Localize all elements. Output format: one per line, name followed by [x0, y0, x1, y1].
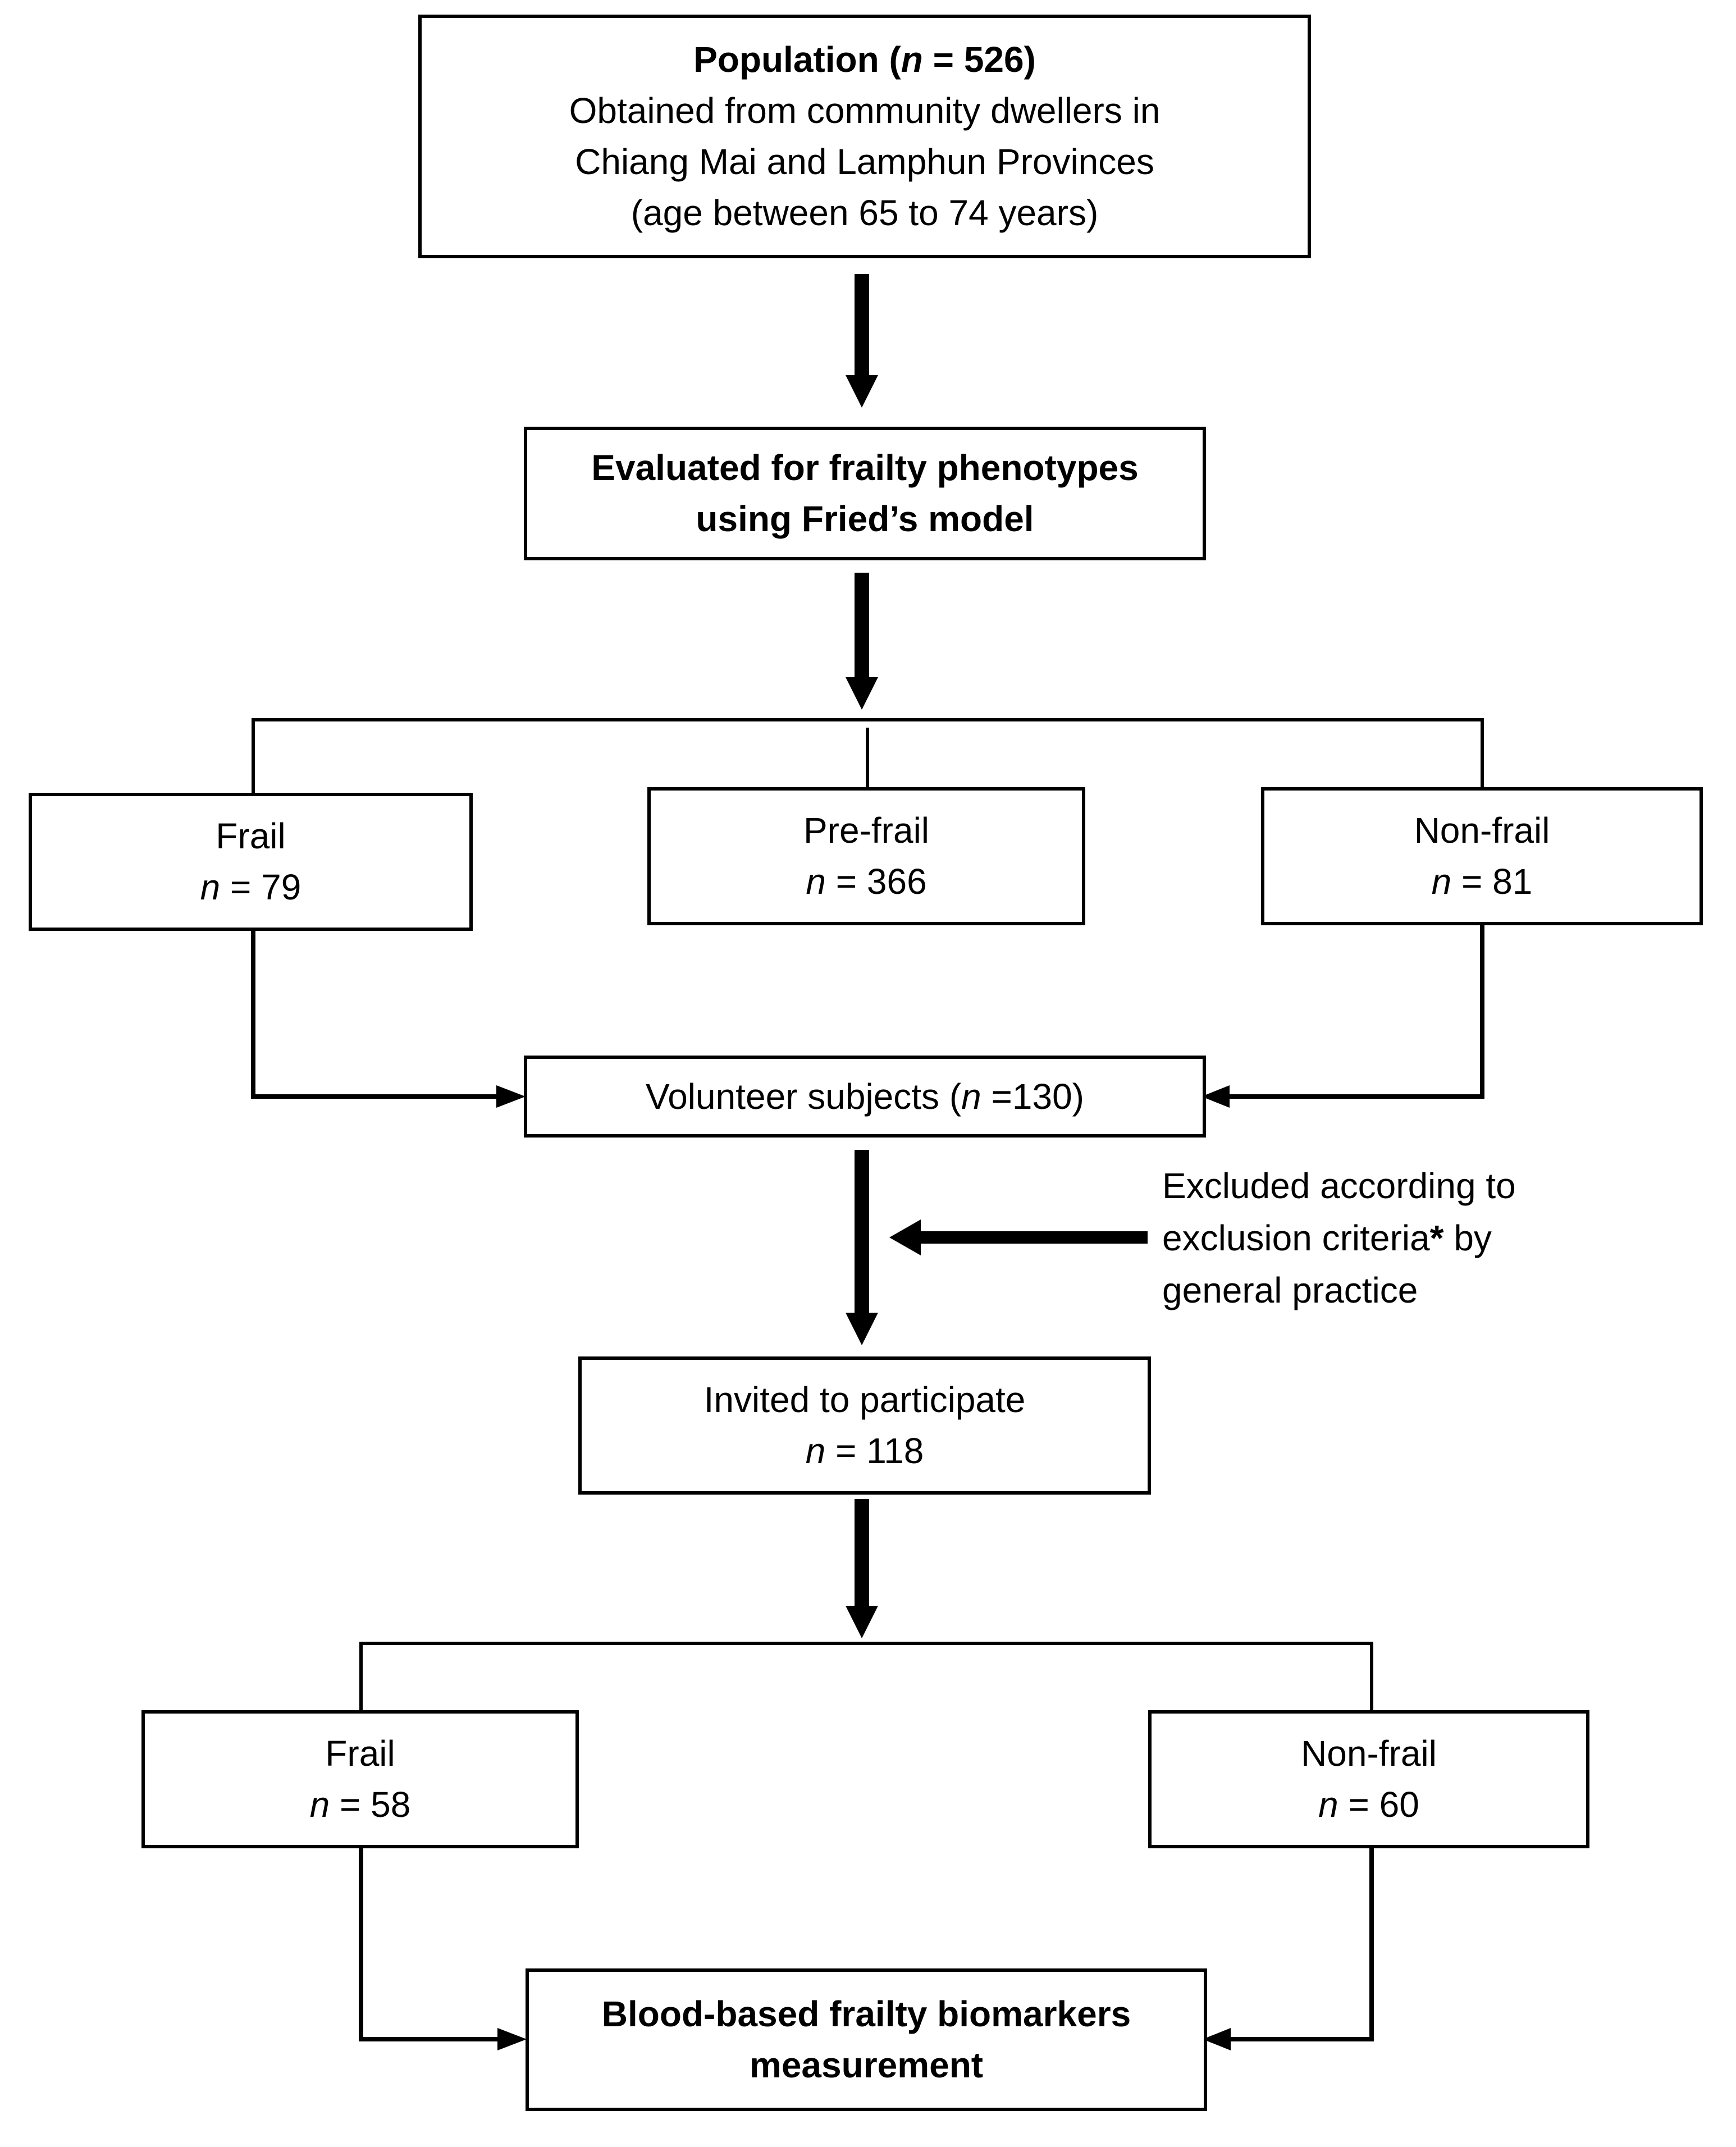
population-source: Obtained from community dwellers in: [569, 90, 1161, 131]
volunteer-text: Volunteer subjects (n =130): [646, 1071, 1084, 1122]
exclusion-note: Excluded according to exclusion criteria…: [1162, 1160, 1724, 1316]
connector-nonfrail60-to-biomarkers: [1203, 1848, 1374, 2050]
invited-box: Invited to participate n = 118: [578, 1356, 1151, 1495]
invited-label: Invited to participate: [703, 1379, 1026, 1420]
population-heading: Population (n = 526): [693, 34, 1036, 85]
nonfrail-count: n = 81: [1432, 856, 1533, 907]
population-provinces: Chiang Mai and Lamphun Provinces: [575, 141, 1154, 182]
biomarkers-box: Blood-based frailty biomarkers measureme…: [526, 1968, 1207, 2111]
frail-box-58: Frail n = 58: [141, 1710, 579, 1848]
biomarkers-line2: measurement: [749, 2045, 984, 2085]
frail58-label: Frail: [325, 1733, 395, 1774]
frail58-n: n: [309, 1784, 330, 1825]
nonfrail60-count-value: = 60: [1338, 1784, 1419, 1825]
exclusion-line1: Excluded according to: [1162, 1166, 1516, 1206]
population-count: = 526): [922, 39, 1036, 80]
exclusion-asterisk: *: [1429, 1217, 1444, 1258]
arrow-invited-to-split: [846, 1499, 878, 1638]
prefrail-box: Pre-frail n = 366: [647, 787, 1085, 925]
exclusion-line2: exclusion criteria* by: [1162, 1212, 1724, 1264]
arrow-exclusion: [889, 1219, 1148, 1255]
arrow-volunteer-to-invited: [846, 1150, 878, 1345]
nonfrail60-label: Non-frail: [1301, 1733, 1437, 1774]
connector-frail-to-volunteer: [251, 928, 526, 1108]
volunteer-count: =130): [981, 1076, 1084, 1117]
arrow-population-to-evaluated: [846, 274, 878, 408]
prefrail-count: n = 366: [806, 856, 926, 907]
biomarkers-line1: Blood-based frailty biomarkers: [601, 1994, 1131, 2035]
exclusion-by: by: [1443, 1217, 1492, 1258]
invited-n: n: [805, 1431, 826, 1471]
frail58-count-value: = 58: [330, 1784, 411, 1825]
population-n: n: [901, 39, 923, 80]
invited-count-value: = 118: [825, 1431, 924, 1471]
population-age-range: (age between 65 to 74 years): [631, 192, 1099, 233]
nonfrail60-count: n = 60: [1318, 1779, 1419, 1830]
frail58-count: n = 58: [310, 1779, 411, 1830]
frail-box-79: Frail n = 79: [29, 793, 473, 931]
prefrail-n: n: [806, 861, 826, 902]
connector-nonfrail-to-volunteer: [1202, 925, 1484, 1108]
volunteer-box: Volunteer subjects (n =130): [524, 1056, 1206, 1138]
frail-label: Frail: [216, 816, 286, 857]
population-heading-prefix: Population (: [693, 39, 901, 80]
arrow-evaluated-to-split: [846, 573, 878, 710]
evaluated-line1: Evaluated for frailty phenotypes: [591, 447, 1139, 488]
nonfrail-box-81: Non-frail n = 81: [1261, 787, 1703, 925]
volunteer-prefix: Volunteer subjects (: [646, 1076, 962, 1117]
prefrail-label: Pre-frail: [803, 810, 930, 851]
evaluated-line2: using Fried’s model: [696, 499, 1034, 539]
frail-n: n: [200, 867, 221, 907]
frail-count-value: = 79: [220, 867, 301, 907]
nonfrail-n: n: [1431, 861, 1452, 902]
nonfrail-count-value: = 81: [1451, 861, 1533, 902]
prefrail-count-value: = 366: [825, 861, 927, 902]
split-bracket-three: [252, 718, 1484, 794]
nonfrail-box-60: Non-frail n = 60: [1148, 1710, 1589, 1848]
volunteer-n: n: [961, 1076, 981, 1117]
exclusion-line3: general practice: [1162, 1269, 1418, 1310]
evaluated-box: Evaluated for frailty phenotypes using F…: [524, 427, 1206, 560]
connector-frail58-to-biomarkers: [359, 1848, 527, 2050]
nonfrail-label: Non-frail: [1414, 810, 1550, 851]
split-bracket-two: [359, 1642, 1373, 1712]
population-box: Population (n = 526) Obtained from commu…: [418, 15, 1311, 258]
invited-count: n = 118: [806, 1426, 924, 1477]
nonfrail60-n: n: [1318, 1784, 1338, 1825]
exclusion-criteria-text: exclusion criteria: [1162, 1217, 1430, 1258]
frail-count: n = 79: [200, 862, 301, 913]
